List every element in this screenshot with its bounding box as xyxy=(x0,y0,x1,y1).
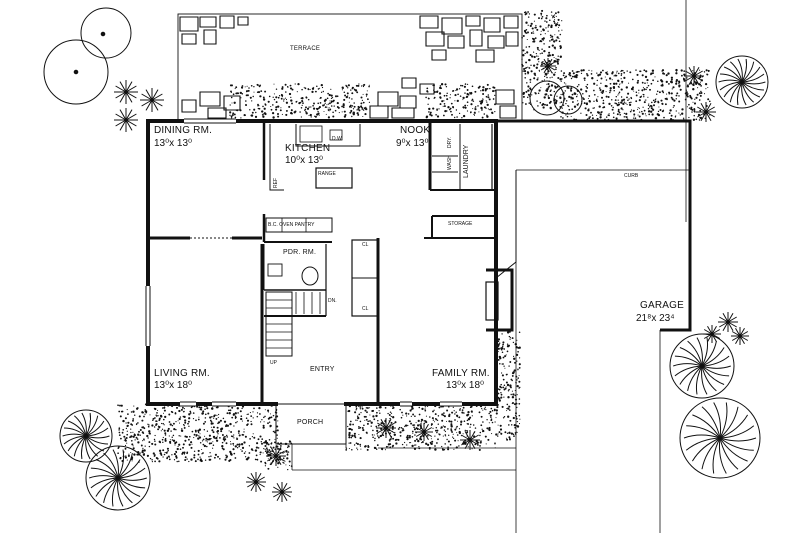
closet-upper-label: CL xyxy=(362,242,369,248)
oven-pantry-label: B.C. OVEN PANTRY xyxy=(268,222,315,228)
nook-dim: 9⁰x 13⁰ xyxy=(396,138,429,149)
ref-label: REF xyxy=(273,178,279,188)
stairs-up-label: UP xyxy=(270,360,277,366)
stair-treads xyxy=(266,292,321,349)
range-label: RANGE xyxy=(318,171,336,177)
curb-label: CURB xyxy=(624,173,639,179)
flagstones xyxy=(179,15,519,119)
garage-dim: 21⁸x 23⁴ xyxy=(636,313,675,324)
living-room-dim: 13⁰x 18⁰ xyxy=(154,380,193,391)
storage-label: STORAGE xyxy=(448,221,473,227)
kitchen-label: KITCHEN xyxy=(285,143,331,154)
entry-label: ENTRY xyxy=(310,366,335,373)
living-room-label: LIVING RM. xyxy=(154,368,210,379)
powder-room-label: PDR. RM. xyxy=(283,249,317,256)
tree-canopy xyxy=(80,7,132,59)
family-room-label: FAMILY RM. xyxy=(432,368,490,379)
terrace-area xyxy=(177,13,523,121)
kitchen-dim: 10⁰x 13⁰ xyxy=(285,155,324,166)
dw-label: D.W. xyxy=(332,136,343,142)
planting-beds xyxy=(117,9,711,471)
laundry-label: LAUNDRY xyxy=(463,144,470,178)
stairs-down-label: DN. xyxy=(328,298,337,304)
porch-label: PORCH xyxy=(297,419,324,426)
garage-label: GARAGE xyxy=(640,300,684,311)
wash-label: WASH xyxy=(447,155,453,170)
house-walls xyxy=(145,0,692,533)
closet-lower-label: CL xyxy=(362,306,369,312)
dryer-label: DRY. xyxy=(447,136,453,148)
nook-label: NOOK xyxy=(400,125,431,136)
landscaping xyxy=(43,7,769,511)
tree-canopy xyxy=(43,39,109,105)
terrace-label: TERRACE xyxy=(290,46,321,52)
dining-room-label: DINING RM. xyxy=(154,125,213,136)
dining-room-dim: 13⁰x 13⁰ xyxy=(154,138,193,149)
family-room-dim: 13⁰x 18⁰ xyxy=(446,380,485,391)
